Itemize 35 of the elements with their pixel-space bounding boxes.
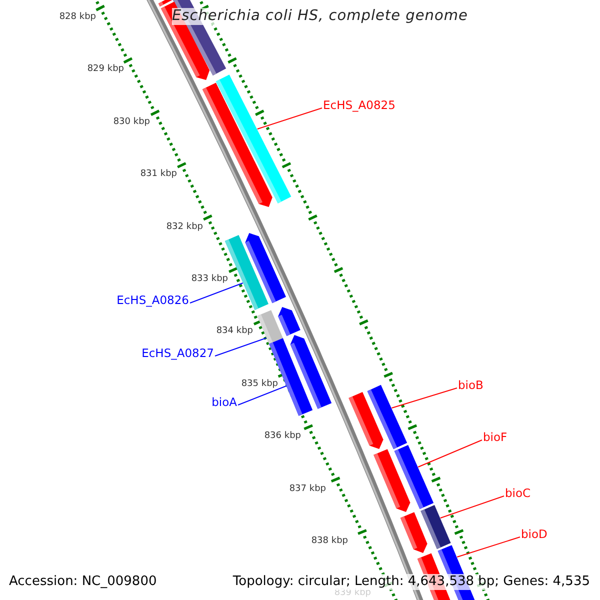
gene-feature [202, 82, 272, 207]
leader-line [418, 440, 482, 468]
gene-label: bioF [483, 431, 508, 445]
leader-line [214, 338, 267, 356]
leader-line [190, 282, 244, 304]
gene-feature [374, 449, 410, 512]
scale-label: 830 kbp [113, 116, 150, 128]
scale-label: 829 kbp [87, 64, 124, 76]
gene-label: EcHS_A0827 [142, 347, 214, 361]
scale-label: 828 kbp [59, 12, 96, 23]
scale-label: 832 kbp [166, 222, 203, 232]
gene-label: bioB [458, 379, 484, 393]
gene-feature [400, 512, 428, 553]
scale-label: 834 kbp [216, 326, 253, 338]
gene-label: EcHS_A0825 [323, 99, 396, 113]
scale-label: 831 kbp [140, 169, 177, 180]
gene-feature [348, 392, 384, 449]
map-title: Escherichia coli HS, complete genome [172, 8, 468, 26]
gene-feature [278, 307, 300, 336]
leader-line [391, 388, 458, 408]
leader-line [440, 496, 504, 518]
gene-label: bioA [212, 396, 237, 410]
scale-label: 837 kbp [289, 484, 326, 494]
gene-label: bioD [521, 528, 548, 542]
scale-label: 838 kbp [311, 536, 348, 547]
gene-label: bioC [505, 487, 531, 501]
gene-label: EcHS_A0826 [116, 294, 189, 308]
scale-label: 835 kbp [241, 378, 278, 390]
leader-line [256, 108, 322, 130]
leader-line [238, 386, 287, 406]
leader-line [456, 536, 520, 558]
scale-label: 833 kbp [191, 274, 228, 285]
scale-label: 836 kbp [264, 431, 301, 442]
accession-text: Accession: NC_009800 [9, 574, 157, 590]
genome-summary: Topology: circular; Length: 4,643,538 bp; Genes: 4,535 [232, 574, 590, 590]
